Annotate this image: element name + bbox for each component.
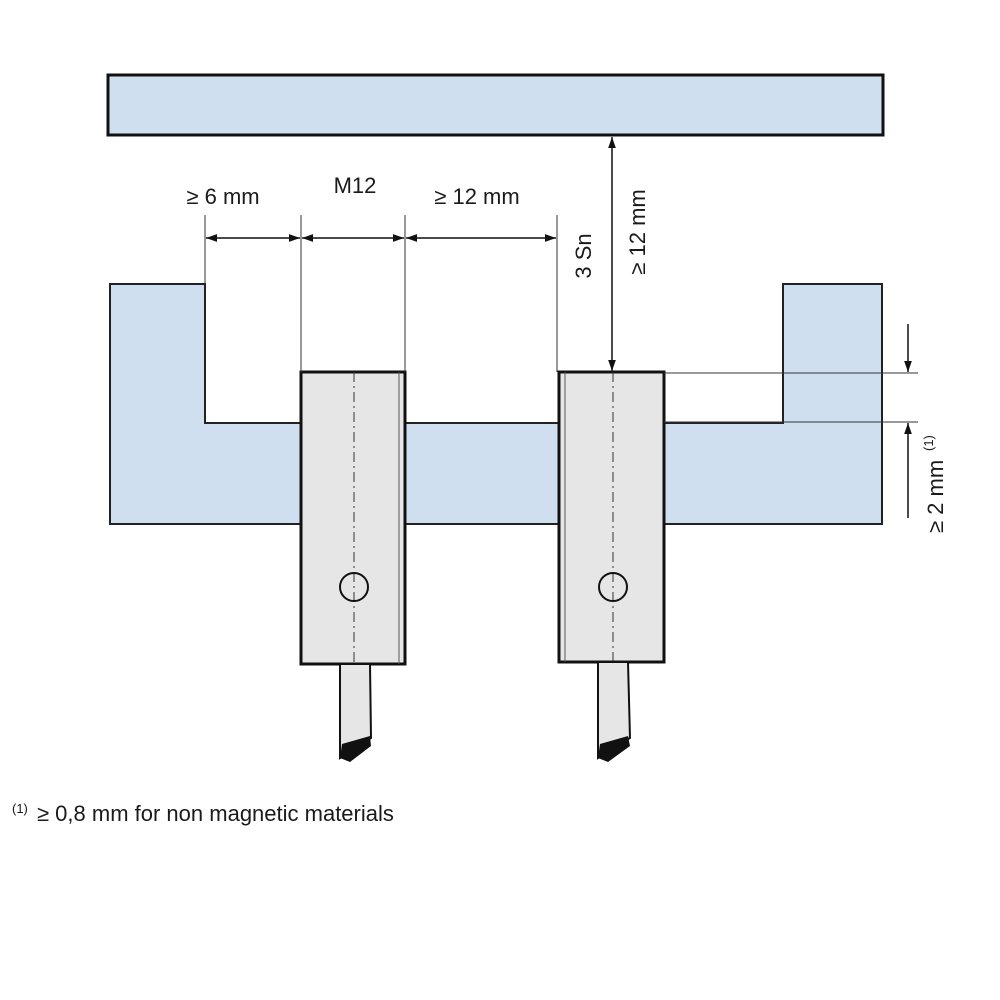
sensor-right [557,370,666,762]
label-target-distance: ≥ 12 mm [625,189,650,274]
sensor-left-led [339,572,369,602]
sensor-left-cable [339,663,373,760]
sensor-left [299,370,407,762]
label-protrusion-value: ≥ 2 mm [923,460,948,533]
label-protrusion-note: (1) [921,435,936,451]
footnote-ref: (1) [12,801,28,816]
mounting-plate [109,283,883,525]
label-protrusion: ≥ 2 mm (1) [921,435,948,533]
sensor-left-body [299,370,407,666]
sensor-left-cable-end [340,736,371,762]
label-left-clearance: ≥ 6 mm [186,184,259,209]
footnote-text: ≥ 0,8 mm for non magnetic materials [37,801,394,826]
label-sensor-size: M12 [334,173,377,198]
label-sensing-distance: 3 Sn [571,233,596,278]
target-plate [106,73,885,137]
sensor-right-cable-end [598,736,630,762]
label-sensor-spacing: ≥ 12 mm [434,184,519,209]
extension-lines [204,215,918,423]
sensor-right-cable [597,661,632,760]
sensor-right-led [598,572,628,602]
sensor-right-body [557,370,666,664]
